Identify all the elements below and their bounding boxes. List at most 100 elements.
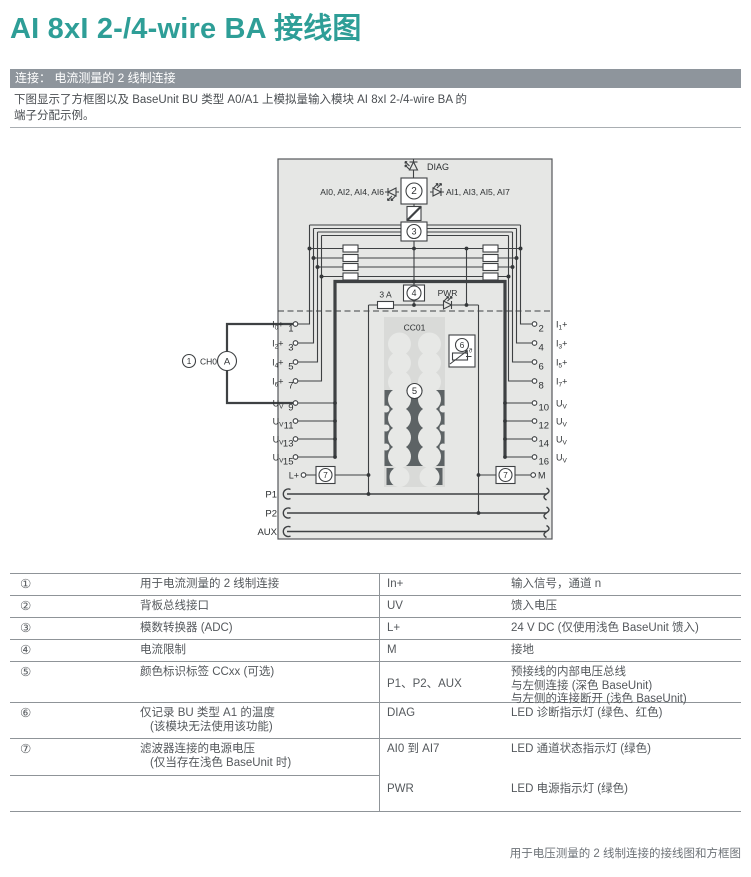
legend-num: ⑤ (10, 662, 140, 703)
junction-dot (518, 246, 523, 251)
junction-dot (333, 401, 337, 405)
legend-num: ⑦ (10, 739, 140, 776)
legend-desc: 颜色标识标签 CCxx (可选) (140, 662, 379, 703)
left-led-group-label: AI0, AI2, AI4, AI6 (320, 187, 384, 197)
junction-dot (510, 265, 515, 269)
module-boundary (333, 279, 507, 457)
bus-left-connector-icon (282, 488, 291, 538)
callout-circle-7 (498, 467, 513, 483)
terminal-point (531, 321, 538, 327)
figure-caption: 用于电压测量的 2 线制连接的接线图和方框图 (509, 848, 741, 860)
terminal-number: 6 (539, 362, 544, 373)
terminal-number: 10 (539, 403, 550, 414)
fuse-icon (376, 300, 395, 310)
legend-meaning: 接地 (507, 640, 741, 662)
bus-resistors (342, 244, 499, 281)
legend-symbol: AI0 到 AI7 (379, 739, 507, 776)
legend-num: ② (10, 596, 140, 618)
section-bar: 连接： 电流测量的 2 线制连接 (10, 69, 741, 88)
terminal-label: I4+ (272, 358, 283, 370)
divider-rule (10, 127, 741, 128)
junction-dot (333, 419, 337, 423)
junction-dot (319, 274, 324, 279)
terminal-number: 16 (539, 457, 550, 468)
legend-desc: 用于电流测量的 2 线制连接 (140, 574, 379, 596)
callout-circle-3 (406, 223, 422, 240)
terminal-number: 13 (283, 439, 294, 450)
diag-led-label: DIAG (427, 162, 449, 172)
thermistor-symbol: ϑ (469, 349, 473, 355)
terminal-number: 8 (539, 381, 544, 392)
terminal-label: I1+ (556, 320, 567, 332)
led-icons (385, 159, 455, 310)
channel-label: CH0 (200, 357, 217, 367)
terminal-wire (507, 235, 533, 382)
legend-meaning: 预接线的内部电压总线 与左侧连接 (深色 BaseUnit) 与左侧的连接断开 … (507, 662, 741, 705)
terminal-label: UV (273, 399, 285, 411)
terminal-point (292, 359, 299, 365)
terminal-wire (297, 228, 315, 344)
pwr-led-icon (440, 295, 455, 310)
terminal-label: I3+ (556, 339, 567, 351)
junction-dot (307, 246, 312, 251)
legend-desc: 电流限制 (140, 640, 379, 662)
terminal-point (531, 378, 538, 384)
callout-number: 2 (411, 186, 417, 197)
terminal-label-m: M (538, 471, 546, 481)
terminal-number: 3 (288, 343, 293, 354)
legend-desc: 模数转换器 (ADC) (140, 618, 379, 640)
legend-desc: 仅记录 BU 类型 A1 的温度 (该模块无法使用该功能) (140, 703, 379, 739)
color-code-label: CC01 (404, 323, 426, 333)
junction-dot (333, 437, 337, 441)
callout-circle-6 (454, 337, 470, 353)
terminal-label: UV (273, 417, 285, 429)
intro-paragraph: 下图显示了方框图以及 BaseUnit BU 类型 A0/A1 上模拟量输入模块… (14, 92, 467, 124)
bus-label-p2: P2 (265, 509, 277, 520)
callout-number: 7 (503, 471, 508, 480)
terminal-label: I6+ (272, 377, 283, 389)
terminal-point (531, 454, 538, 460)
callout-number: 7 (323, 471, 328, 480)
terminal-number: 15 (283, 457, 294, 468)
junction-dot (506, 274, 511, 279)
terminal-wire (515, 228, 533, 344)
legend-table: ① 用于电流测量的 2 线制连接 In+ 输入信号，通道 n ② 背板总线接口 … (10, 573, 741, 812)
terminal-label: UV (273, 453, 285, 465)
legend-num: ① (10, 574, 140, 596)
bus-break-icon (543, 487, 550, 539)
legend-meaning: LED 诊断指示灯 (绿色、红色) (507, 703, 741, 739)
left-channels-led-icon (385, 187, 399, 202)
terminal-wire (297, 232, 319, 363)
terminal-point (531, 418, 538, 424)
callout-number: 5 (412, 386, 417, 396)
terminal-point (531, 340, 538, 346)
callout-circle-7 (318, 467, 333, 483)
callout-circle-2 (405, 182, 423, 200)
legend-num: ③ (10, 618, 140, 640)
callout-circle-5 (406, 382, 423, 400)
junction-dot (514, 256, 519, 260)
wiring-diagram: 3 A P1 P2 AUX CC01 (181, 158, 568, 540)
terminal-point (292, 321, 299, 327)
junction-dot (311, 256, 316, 260)
ammeter-icon (216, 350, 238, 372)
junction-dot (503, 401, 507, 405)
junction-dot (503, 419, 507, 423)
legend-num: ⑥ (10, 703, 140, 739)
diag-led-icon (404, 159, 419, 173)
legend-symbol: L+ (379, 618, 507, 640)
right-channels-led-icon (430, 182, 444, 197)
legend-symbol: M (379, 640, 507, 662)
page-title: AI 8xI 2-/4-wire BA 接线图 (10, 13, 362, 45)
right-led-group-label: AI1, AI3, AI5, AI7 (446, 187, 510, 197)
callout-number: 1 (187, 357, 192, 366)
terminal-block: CC01 (382, 317, 447, 487)
callout-circle-1 (181, 353, 197, 369)
legend-symbol: PWR (379, 776, 507, 812)
terminal-number: 14 (539, 439, 550, 450)
legend-meaning: 24 V DC (仅使用浅色 BaseUnit 馈入) (507, 618, 741, 640)
terminal-number: 12 (539, 421, 550, 432)
terminal-point (531, 359, 538, 365)
terminal-label: UV (556, 453, 568, 465)
